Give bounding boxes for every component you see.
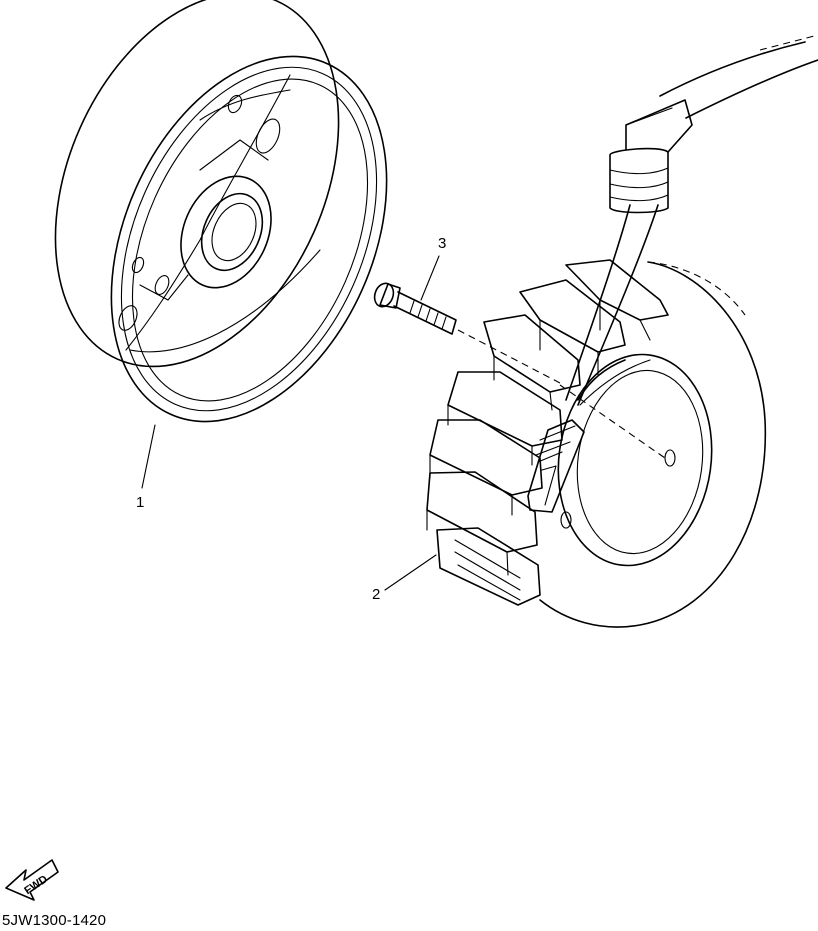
- callout-3-leader: [420, 255, 440, 301]
- callout-label-2: 2: [372, 586, 380, 603]
- stator-coil-icon: [426, 34, 818, 628]
- part-code-label: 5JW1300-1420: [2, 912, 107, 929]
- flywheel-rotor-icon: [54, 0, 388, 423]
- forward-arrow-icon: FWD: [5, 859, 59, 901]
- callout-label-1: 1: [136, 494, 144, 511]
- callout-2-leader: [384, 554, 437, 591]
- callout-label-3: 3: [438, 235, 446, 252]
- callout-1-leader: [141, 424, 156, 489]
- bolt-icon: [373, 282, 561, 384]
